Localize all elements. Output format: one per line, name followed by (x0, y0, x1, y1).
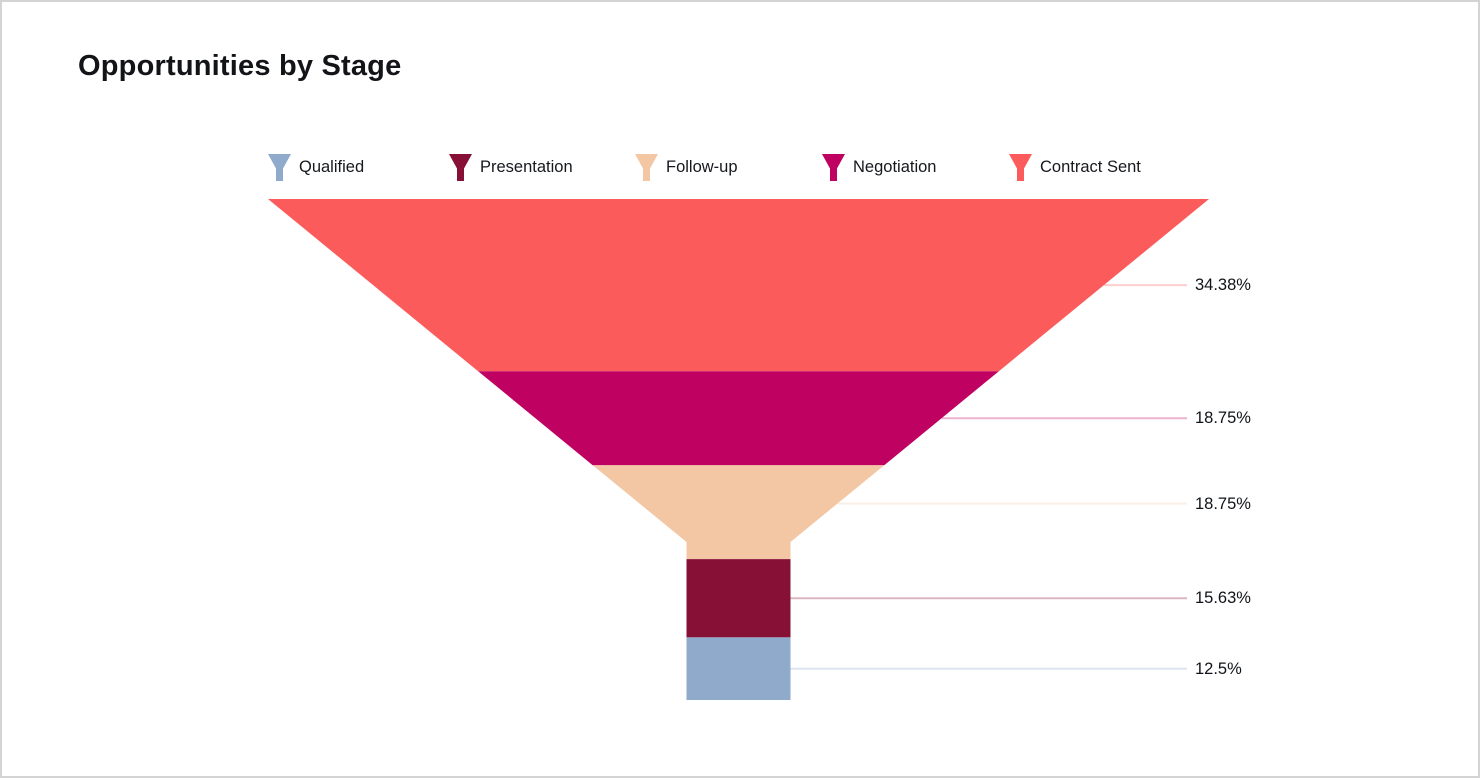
percent-label-presentation: 15.63% (1195, 589, 1251, 608)
funnel-icon (822, 154, 845, 181)
percent-label-follow-up: 18.75% (1195, 494, 1251, 513)
legend-item-contract-sent[interactable]: Contract Sent (1009, 154, 1141, 181)
legend-item-follow-up[interactable]: Follow-up (635, 154, 738, 181)
funnel-icon (449, 154, 472, 181)
legend-item-label: Qualified (299, 158, 365, 176)
funnel-segment-follow-up[interactable] (592, 465, 885, 560)
legend-item-label: Contract Sent (1040, 158, 1141, 176)
chart-title: Opportunities by Stage (78, 50, 402, 82)
percent-label-contract-sent: 34.38% (1195, 276, 1251, 295)
funnel-segment-presentation[interactable] (686, 559, 791, 638)
percent-label-negotiation: 18.75% (1195, 409, 1251, 428)
funnel-icon (268, 154, 291, 181)
legend-item-label: Negotiation (853, 158, 937, 176)
legend-item-label: Presentation (480, 158, 573, 176)
funnel-segment-contract-sent[interactable] (268, 199, 1209, 372)
funnel-icon (1009, 154, 1032, 181)
funnel-segment-qualified[interactable] (686, 637, 791, 700)
percent-label-qualified: 12.5% (1195, 659, 1242, 678)
legend-item-presentation[interactable]: Presentation (449, 154, 573, 181)
legend-item-qualified[interactable]: Qualified (268, 154, 364, 181)
funnel-icon (635, 154, 658, 181)
legend-item-label: Follow-up (666, 158, 738, 176)
funnel-segment-negotiation[interactable] (478, 371, 999, 466)
legend-item-negotiation[interactable]: Negotiation (822, 154, 936, 181)
